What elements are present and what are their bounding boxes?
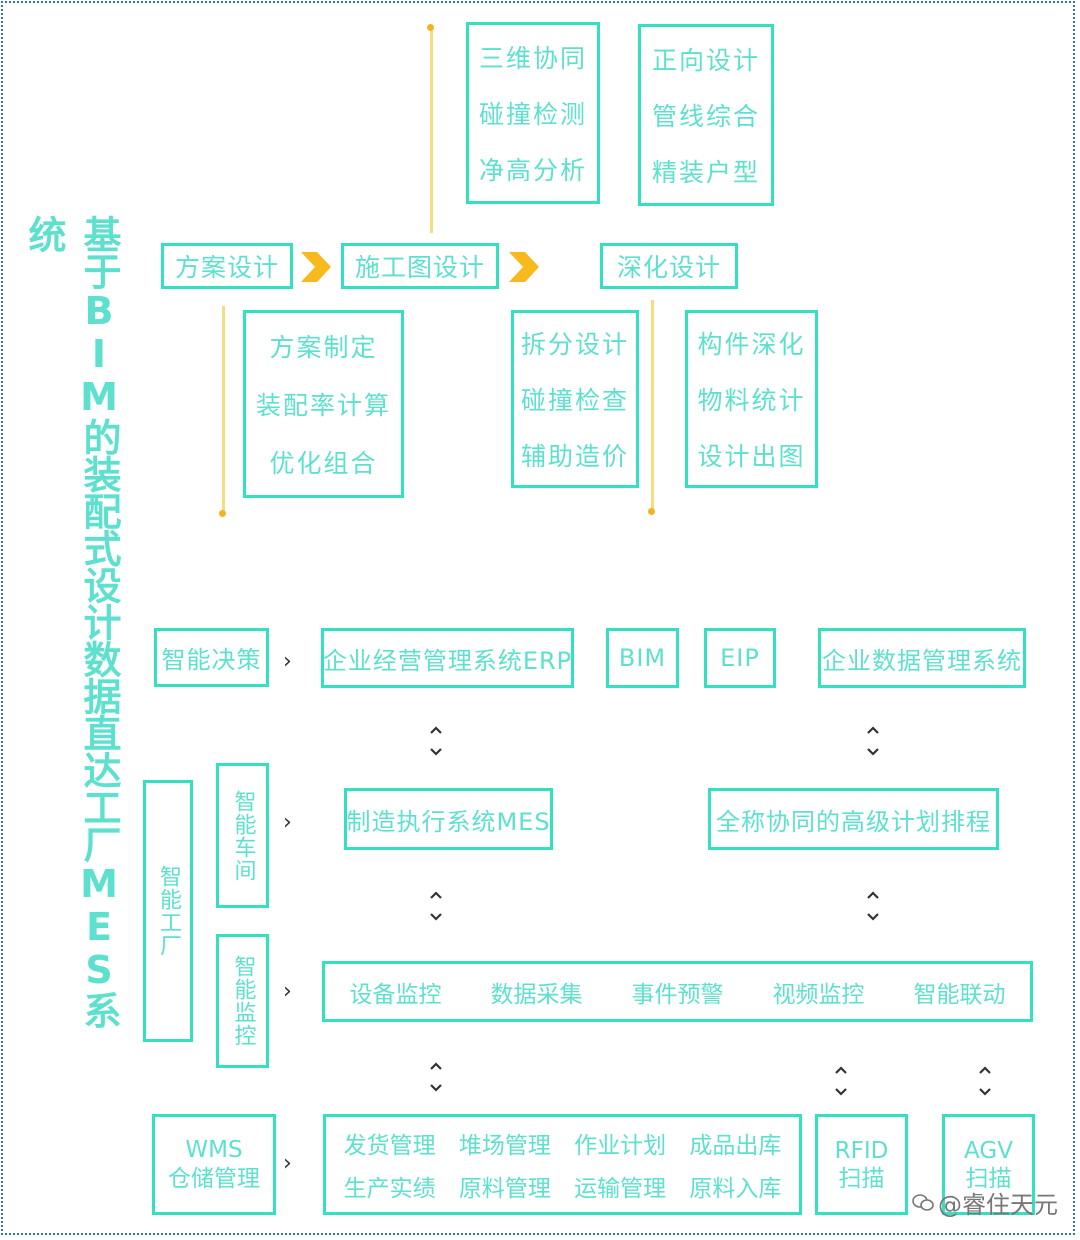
- smart-factory-label: 智能工厂: [143, 780, 193, 1042]
- smart-monitor-label: 智能监控: [216, 934, 269, 1068]
- agv-line1: AGV: [964, 1137, 1013, 1164]
- item-dispatch: 发货管理: [343, 1132, 436, 1159]
- right-arrow-icon: ›: [283, 649, 292, 674]
- stage-scheme-design: 方案设计: [161, 243, 293, 289]
- right-arrow-icon: ›: [283, 979, 292, 1004]
- system-erp: 企业经营管理系统ERP: [321, 628, 574, 688]
- system-enterprise-data: 企业数据管理系统: [818, 628, 1026, 688]
- item-clearance-analysis: 净高分析: [478, 156, 587, 185]
- system-aps: 全称协同的高级计划排程: [708, 788, 999, 850]
- item-yard: 堆场管理: [458, 1132, 551, 1159]
- stage-deepen-design: 深化设计: [600, 243, 738, 289]
- warehouse-items: 发货管理 堆场管理 作业计划 成品出库 生产实绩 原料管理 运输管理 原料入库: [323, 1114, 802, 1215]
- item-split-design: 拆分设计: [520, 330, 629, 359]
- item-forward-design: 正向设计: [651, 46, 760, 75]
- watermark: @睿住天元: [912, 1185, 1058, 1220]
- item-cost-assist: 辅助造价: [520, 442, 629, 471]
- rfid-line2: 扫描: [838, 1165, 885, 1192]
- right-arrow-icon: ›: [283, 1151, 292, 1176]
- up-down-arrow-icon: [835, 1066, 847, 1096]
- rfid-box: RFID 扫描: [815, 1114, 908, 1215]
- agv-line2: 扫描: [965, 1165, 1012, 1192]
- item-scheme-making: 方案制定: [269, 333, 378, 362]
- up-down-arrow-icon: [430, 1062, 442, 1092]
- right-arrow-icon: ›: [283, 810, 292, 835]
- item-material-stats: 物料统计: [697, 386, 806, 415]
- item-clash-detect: 碰撞检测: [478, 100, 587, 129]
- item-clash-check: 碰撞检查: [520, 386, 629, 415]
- scheme-items: 方案制定 装配率计算 优化组合: [243, 310, 404, 498]
- wms-label-line1: WMS: [185, 1136, 243, 1163]
- smart-decision-label: 智能决策: [154, 628, 269, 687]
- flow-chevron-icon: [301, 252, 331, 282]
- stage-construction-drawing: 施工图设计: [341, 243, 499, 289]
- watermark-text: @睿住天元: [938, 1191, 1058, 1219]
- deepen-items-a: 拆分设计 碰撞检查 辅助造价: [511, 310, 639, 488]
- diagram-title: 基于BIM的装配式设计数据直达工厂MES系统: [22, 215, 121, 1028]
- construction-items-b: 正向设计 管线综合 精装户型: [638, 24, 774, 206]
- up-down-arrow-icon: [430, 726, 442, 756]
- item-transport: 运输管理: [574, 1176, 667, 1203]
- smart-workshop-label: 智能车间: [216, 763, 269, 908]
- connector-line-deepen: [651, 300, 654, 512]
- item-product-out: 成品出库: [689, 1132, 782, 1159]
- agv-box: AGV 扫描: [942, 1114, 1035, 1215]
- item-optimize-combo: 优化组合: [269, 449, 378, 478]
- connector-dot: [427, 24, 434, 31]
- rfid-line1: RFID: [834, 1137, 889, 1164]
- item-3d-collab: 三维协同: [478, 44, 587, 73]
- chat-bubble-icon: [912, 1193, 934, 1211]
- wms-label: WMS 仓储管理: [152, 1114, 276, 1215]
- system-bim: BIM: [606, 628, 679, 688]
- up-down-arrow-icon: [867, 726, 879, 756]
- item-assembly-rate: 装配率计算: [255, 391, 391, 420]
- flow-chevron-icon: [509, 252, 539, 282]
- item-component-deepen: 构件深化: [697, 330, 806, 359]
- item-smart-linkage: 智能联动: [913, 981, 1006, 1008]
- system-mes: 制造执行系统MES: [344, 788, 553, 850]
- item-video-monitor: 视频监控: [772, 981, 865, 1008]
- connector-dot: [648, 508, 655, 515]
- item-design-drawing: 设计出图: [697, 442, 806, 471]
- item-production-actual: 生产实绩: [343, 1176, 436, 1203]
- item-raw-material: 原料管理: [458, 1176, 551, 1203]
- connector-line-construction: [430, 28, 433, 233]
- connector-line-scheme: [222, 306, 225, 514]
- monitor-items: 设备监控 数据采集 事件预警 视频监控 智能联动: [322, 961, 1033, 1022]
- construction-items-a: 三维协同 碰撞检测 净高分析: [466, 22, 600, 204]
- item-data-collection: 数据采集: [490, 981, 583, 1008]
- up-down-arrow-icon: [867, 891, 879, 921]
- up-down-arrow-icon: [430, 891, 442, 921]
- up-down-arrow-icon: [979, 1066, 991, 1096]
- deepen-items-b: 构件深化 物料统计 设计出图: [685, 310, 818, 488]
- item-equipment-monitor: 设备监控: [349, 981, 442, 1008]
- item-pipeline-integration: 管线综合: [651, 102, 760, 131]
- wms-label-line2: 仓储管理: [168, 1165, 260, 1192]
- system-eip: EIP: [704, 628, 776, 688]
- item-raw-in: 原料入库: [689, 1176, 782, 1203]
- item-event-warning: 事件预警: [631, 981, 724, 1008]
- connector-dot: [219, 510, 226, 517]
- item-fine-decoration: 精装户型: [651, 158, 760, 187]
- item-work-plan: 作业计划: [574, 1132, 667, 1159]
